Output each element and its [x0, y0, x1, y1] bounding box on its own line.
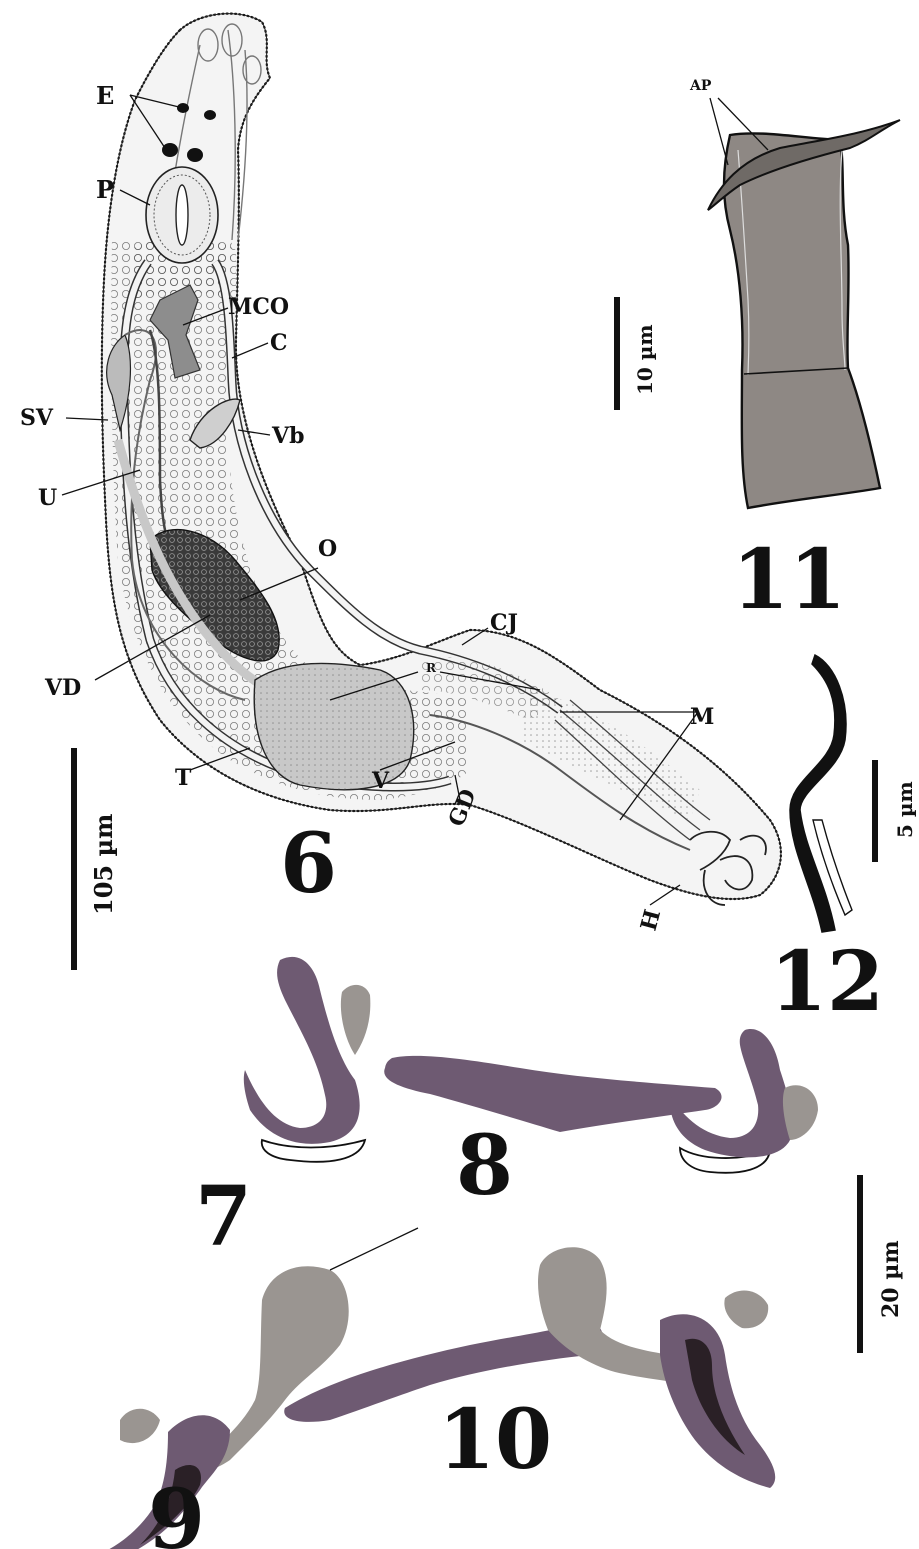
figure-number-10: 10: [438, 1392, 552, 1488]
figure-number-12: 12: [770, 934, 884, 1030]
transverse-bar-8: [384, 1056, 721, 1132]
figure-8-bar: [384, 1056, 721, 1132]
label-T: T: [175, 765, 192, 791]
figure-number-9: 9: [148, 1472, 205, 1549]
label-E: E: [96, 81, 114, 110]
anchor-9-wing: [120, 1409, 160, 1443]
label-VD: VD: [44, 675, 81, 701]
label-H: H: [636, 907, 666, 934]
label-MCO: MCO: [228, 294, 289, 320]
scale-bar-fig7-10: 20 µm: [857, 1175, 904, 1353]
anchor-right-root: [783, 1085, 818, 1140]
label-P: P: [96, 175, 114, 204]
figure-7-anchor: [244, 957, 371, 1162]
figure-number-7: 7: [195, 1169, 252, 1265]
figure-number-11: 11: [732, 532, 846, 628]
scale-bar-fig12-label: 5 µm: [893, 781, 917, 838]
figure-number-6: 6: [280, 816, 337, 912]
scale-bar-fig6-label: 105 µm: [89, 814, 118, 915]
label-AP: AP: [689, 78, 712, 94]
anchor-10-wing: [724, 1291, 768, 1329]
anchor-7-root: [341, 985, 370, 1055]
scale-bar-fig7-10-label: 20 µm: [878, 1240, 904, 1318]
pharynx: [146, 167, 218, 263]
figure-number-8: 8: [456, 1118, 513, 1214]
anchor-7-shaft: [244, 957, 360, 1144]
scale-bar-fig6: 105 µm: [71, 748, 118, 970]
mco-tube: [724, 133, 880, 508]
label-R: R: [426, 661, 437, 675]
label-Vb: Vb: [271, 423, 304, 449]
label-O: O: [318, 536, 337, 562]
label-C: C: [270, 330, 288, 356]
figure-6-whole-worm: [102, 14, 781, 905]
label-V: V: [371, 768, 390, 794]
label-M: M: [690, 704, 714, 730]
scale-bar-fig11-label: 10 µm: [633, 324, 657, 395]
label-U: U: [38, 485, 57, 511]
label-SV: SV: [20, 405, 54, 431]
figure-11-copulatory-organ: 10 µm: [614, 98, 900, 508]
label-CJ: CJ: [490, 610, 518, 636]
figure-12-hook: 5 µm: [790, 655, 917, 932]
